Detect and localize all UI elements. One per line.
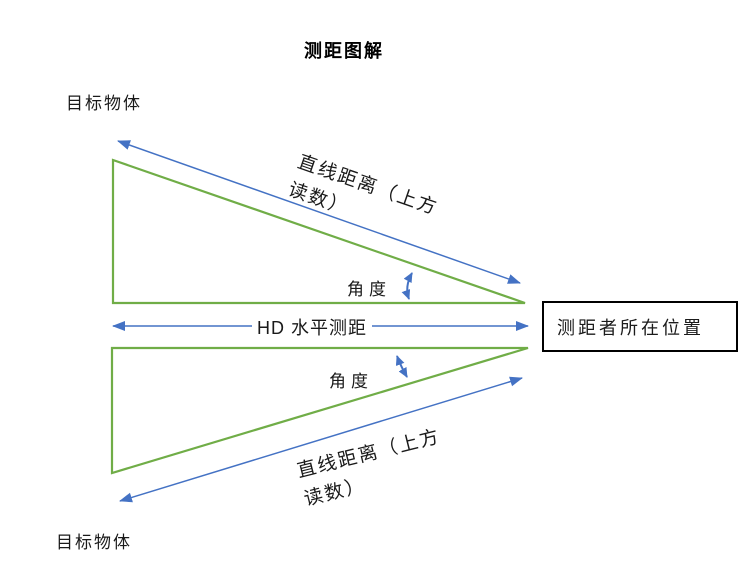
- angle-label-top: 角度: [347, 280, 391, 299]
- target-object-label-bottom: 目标物体: [56, 533, 132, 552]
- observer-position-box: 测距者所在位置: [542, 301, 738, 352]
- angle-label-bottom: 角度: [329, 372, 373, 391]
- hd-horizontal-label: HD 水平测距: [252, 314, 372, 340]
- straight-distance-arrow-bottom: [119, 376, 523, 503]
- angle-arrow-top: [401, 272, 413, 300]
- target-object-label-top: 目标物体: [66, 94, 142, 113]
- observer-position-label: 测距者所在位置: [557, 317, 704, 338]
- angle-arrow-bottom: [395, 355, 408, 378]
- straight-distance-arrow-top: [117, 140, 521, 284]
- diagram-title: 测距图解: [304, 41, 384, 61]
